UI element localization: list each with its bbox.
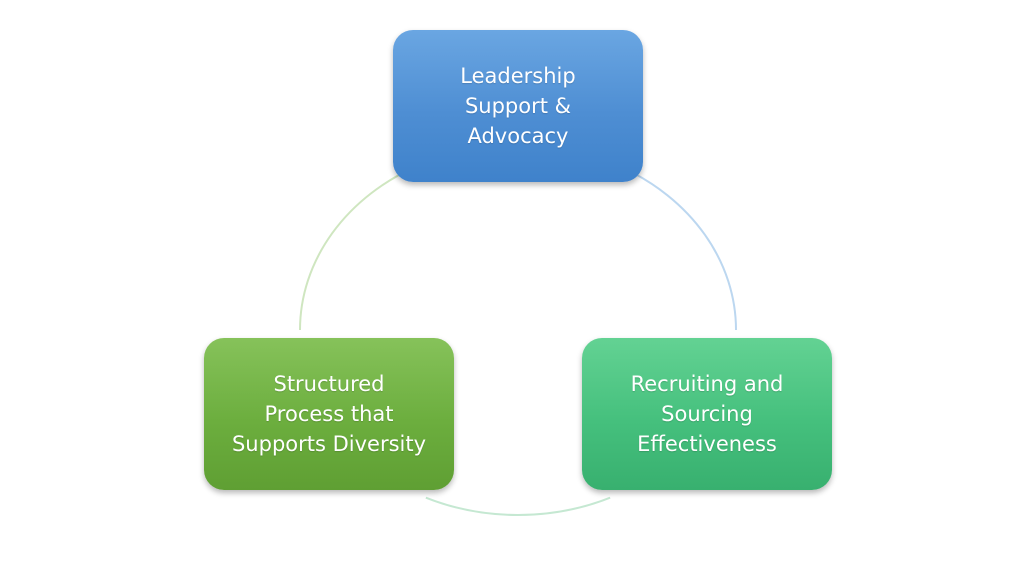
node-leadership-support-advocacy: Leadership Support & Advocacy [393, 30, 643, 182]
cycle-arc-top-right [619, 165, 737, 331]
cycle-arc-left [299, 164, 420, 331]
node-recruiting-sourcing: Recruiting and Sourcing Effectiveness [582, 338, 832, 490]
node-label-structured-process: Structured Process that Supports Diversi… [231, 372, 427, 456]
node-structured-process: Structured Process that Supports Diversi… [204, 338, 454, 490]
node-label-leadership: Leadership Support & Advocacy [460, 64, 576, 148]
node-label-recruiting: Recruiting and Sourcing Effectiveness [630, 372, 784, 456]
cycle-arc-bottom [425, 496, 611, 516]
